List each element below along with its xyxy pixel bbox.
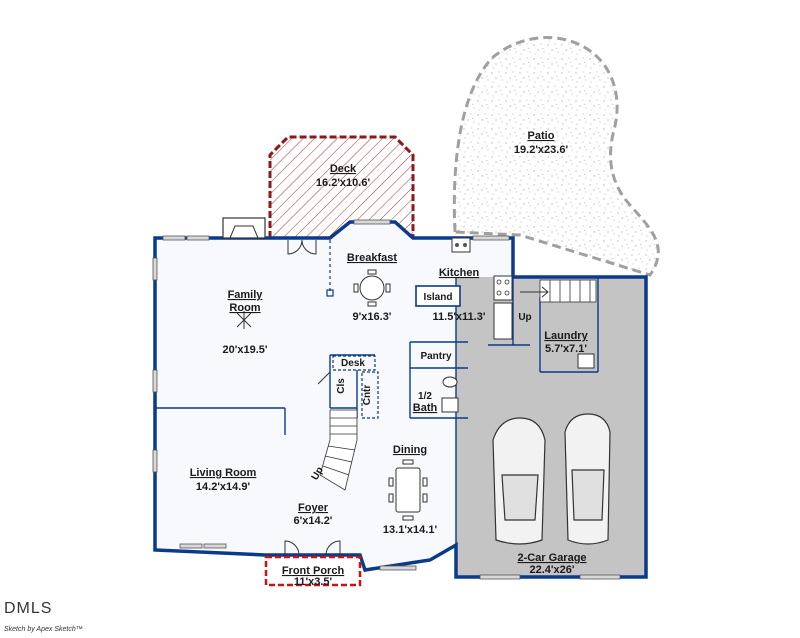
dining-name: Dining — [393, 444, 427, 456]
up-label-laundry: Up — [518, 312, 531, 323]
patio-doors — [287, 239, 317, 255]
car-left-icon — [492, 417, 546, 545]
breakfast-name: Breakfast — [347, 252, 397, 264]
counter-outline — [361, 371, 379, 419]
patio-dim: 19.2'x23.6' — [514, 144, 569, 156]
family-name-1: Family — [228, 289, 264, 301]
range — [493, 275, 513, 301]
ceiling-fan-icon — [236, 311, 252, 329]
post-marker — [326, 289, 334, 297]
island-counter — [415, 285, 461, 307]
kitchen-dim: 11.5'x11.3' — [433, 311, 486, 323]
garage-name: 2-Car Garage — [517, 552, 586, 564]
deck-name: Deck — [330, 163, 357, 175]
dining-table — [388, 459, 428, 521]
garage-dim: 22.4'x26' — [530, 564, 575, 576]
dryer — [577, 353, 595, 369]
apex-sketch-credit: Sketch by Apex Sketch™ — [4, 626, 83, 633]
porch-name: Front Porch — [282, 565, 345, 577]
breakfast-table — [353, 269, 391, 307]
family-name-2: Room — [229, 302, 260, 314]
front-porch — [264, 555, 362, 587]
laundry-stairs — [539, 279, 597, 303]
desk-label: Desk — [341, 358, 365, 369]
family-dim: 20'x19.5' — [223, 344, 268, 356]
laundry-dim: 5.7'x7.1' — [545, 343, 587, 355]
car-right-icon — [564, 413, 611, 545]
fireplace — [222, 217, 266, 239]
garage-floor — [456, 277, 646, 577]
sink — [451, 237, 471, 253]
refrigerator — [493, 302, 513, 340]
desk-outline — [332, 355, 376, 371]
patio-area — [452, 36, 660, 277]
island-label: Island — [424, 292, 453, 303]
laundry-arrow — [520, 286, 549, 298]
windows — [152, 219, 621, 580]
living-dim: 14.2'x14.9' — [196, 481, 251, 493]
deck-dim: 16.2'x10.6' — [316, 177, 371, 189]
pantry-label: Pantry — [420, 351, 452, 362]
patio-name: Patio — [528, 130, 555, 142]
counter-label: Cntr — [362, 385, 373, 406]
closet-label: Cls — [336, 378, 347, 394]
kitchen-name: Kitchen — [439, 267, 480, 279]
breakfast-dim: 9'x16.3' — [353, 311, 392, 323]
half-bath-label-2: Bath — [413, 402, 438, 414]
porch-dim: 11'x3.5' — [294, 576, 333, 588]
staircase — [319, 409, 358, 491]
dining-dim: 13.1'x14.1' — [383, 524, 438, 536]
front-doors — [284, 540, 341, 556]
half-bath-label-1: 1/2 — [418, 391, 432, 402]
toilet — [441, 397, 459, 413]
fireplace-hearth — [229, 225, 259, 239]
living-name: Living Room — [190, 467, 257, 479]
foyer-dim: 6'x14.2' — [294, 515, 333, 527]
dmls-logo: DMLS — [4, 600, 53, 617]
closet-door — [317, 371, 331, 385]
laundry-name: Laundry — [544, 330, 588, 342]
foyer-name: Foyer — [298, 502, 329, 514]
